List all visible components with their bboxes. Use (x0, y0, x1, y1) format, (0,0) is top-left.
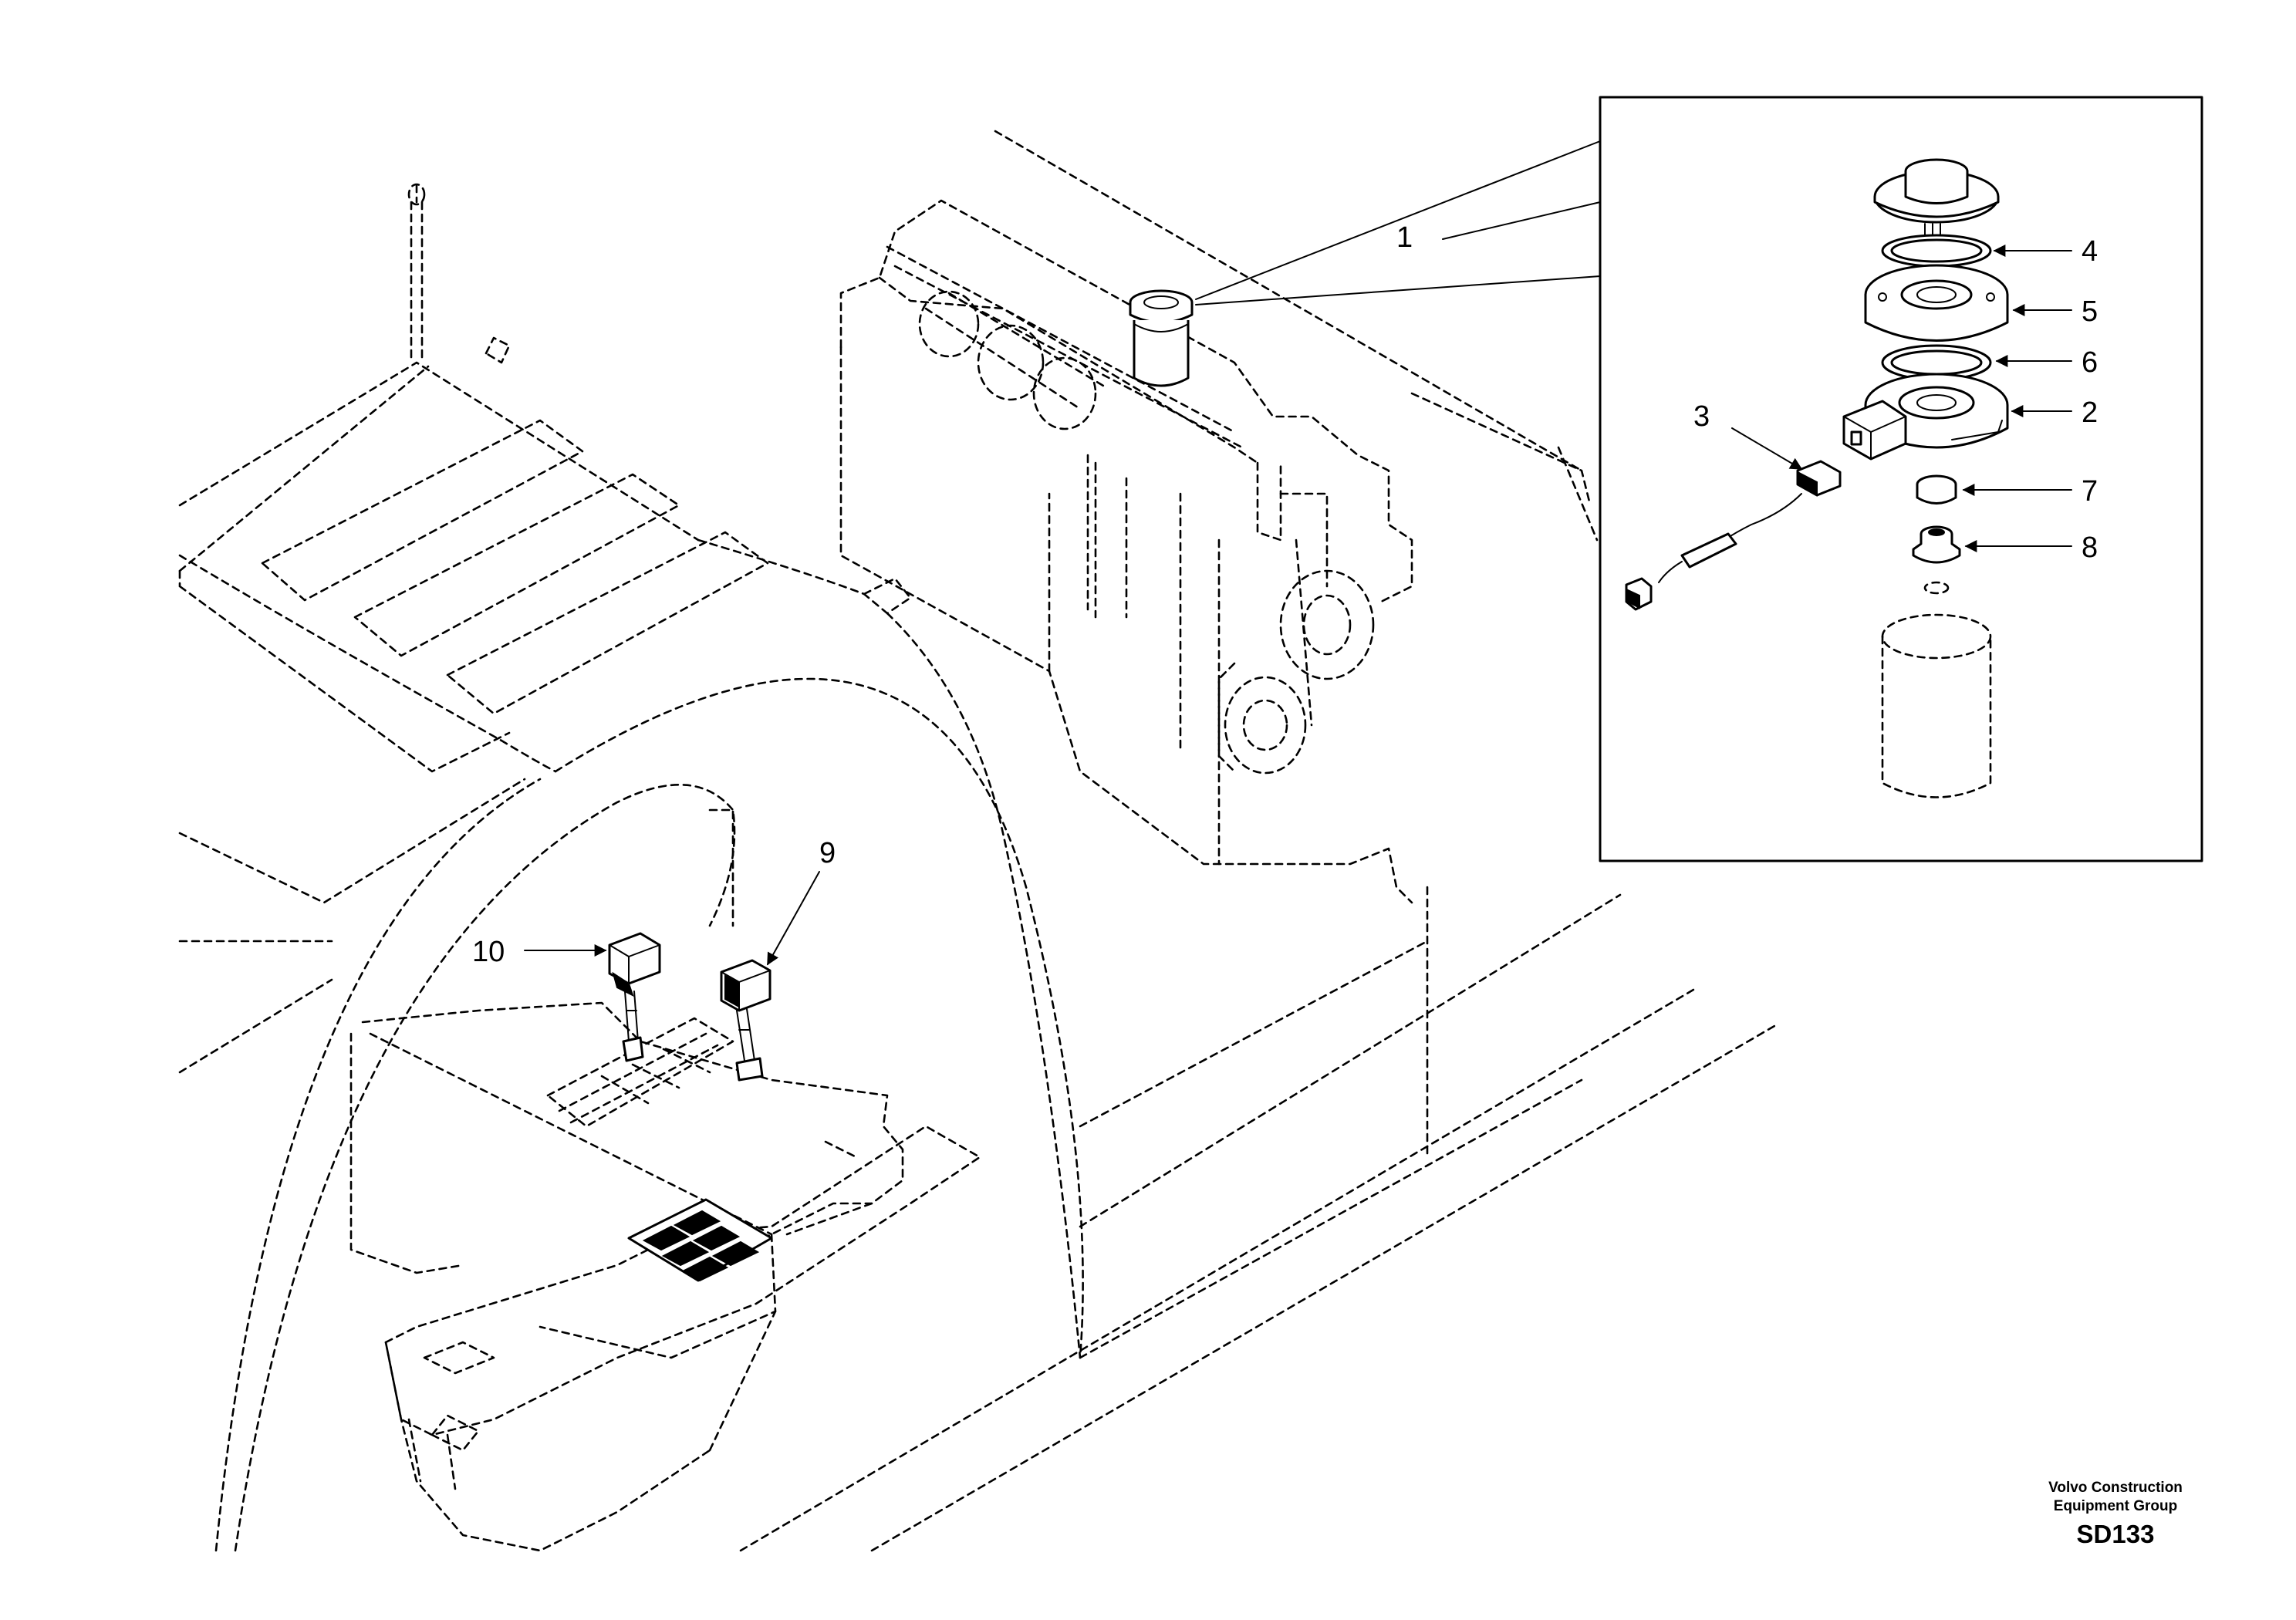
leader-lines (524, 245, 2072, 966)
callout-7: 7 (2082, 475, 2098, 508)
machine-outline (178, 130, 1776, 1552)
callout-10: 10 (472, 936, 505, 968)
sheet-code: SD133 (2076, 1520, 2155, 1548)
callout-6: 6 (2082, 346, 2098, 379)
callout-9: 9 (819, 837, 836, 869)
leader-line-1-lower (1195, 275, 1601, 305)
callout-labels: 1 4 5 6 2 3 7 8 9 10 (472, 221, 2098, 968)
publisher-name-line1: Volvo Construction (2048, 1480, 2183, 1496)
inset-connector (1442, 96, 1601, 240)
inset-filter-assembly (1625, 158, 2009, 798)
callout-8: 8 (2082, 532, 2098, 564)
callout-4: 4 (2082, 235, 2098, 268)
publisher-name-line2: Equipment Group (2053, 1498, 2178, 1514)
callout-3: 3 (1693, 400, 1710, 433)
leader-line-1-upper (1195, 140, 1601, 300)
switch-panel (627, 1198, 773, 1282)
part-10-relay (608, 932, 661, 1062)
callout-2: 2 (2082, 397, 2098, 429)
part-1-filter-head (1129, 289, 1194, 387)
callout-1: 1 (1396, 221, 1413, 254)
part-9-relay (720, 959, 772, 1082)
callout-5: 5 (2082, 295, 2098, 328)
